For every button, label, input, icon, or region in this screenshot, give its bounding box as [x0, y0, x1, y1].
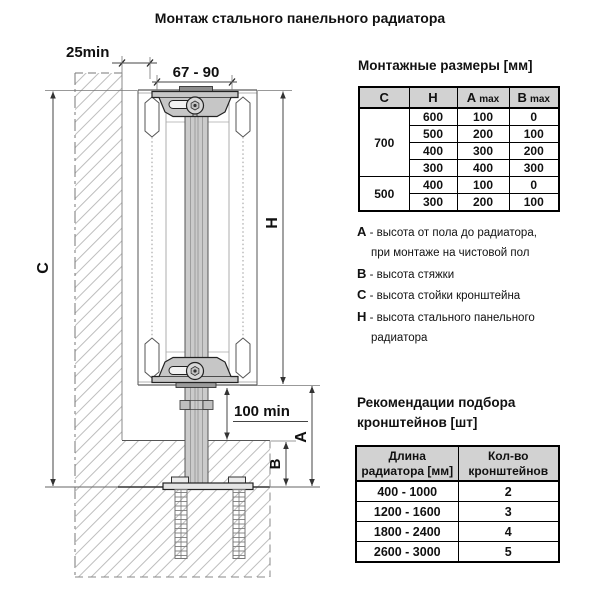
- table-row: 500 400 100 0: [358, 176, 560, 212]
- dim-label-wall-clearance: 25min: [66, 44, 109, 61]
- base-plate: [162, 476, 254, 491]
- table-row: 400 300 200: [359, 142, 560, 160]
- stand-top-cap: [179, 86, 213, 92]
- dim-wall-clearance: [112, 56, 157, 79]
- column-header-c: C: [358, 86, 410, 109]
- table-row: 1200 - 1600 3: [355, 501, 560, 522]
- dim-stand-height: [45, 90, 137, 486]
- top-bracket: [151, 90, 239, 118]
- anchor-bolts: [174, 489, 246, 559]
- table-row: 300 400 300: [359, 159, 560, 177]
- dim-label-min-clearance: 100 min: [234, 403, 290, 420]
- dim-floor-to-radiator: [240, 385, 320, 486]
- wall-section: [74, 72, 123, 577]
- table-row: 1800 - 2400 4: [355, 521, 560, 542]
- bracket-recommendation-heading: Рекомендации подбора кронштейнов [шт]: [357, 395, 516, 430]
- table-row: 300 200 100: [359, 193, 560, 212]
- dim-label-b: B: [267, 458, 284, 469]
- column-header-count: Кол-во кронштейнов: [457, 445, 560, 482]
- dim-min-floor-clearance: [224, 388, 308, 440]
- table-row: 400 - 1000 2: [355, 480, 560, 502]
- legend-item-c: C - высота стойки кронштейна: [357, 287, 521, 303]
- dim-label-bracket-width: 67 - 90: [173, 64, 220, 81]
- installation-drawing: 25min 67 - 90 C H A B 100 min: [35, 44, 320, 578]
- legend-item-h: H - высота стального панельного радиатор…: [357, 308, 535, 345]
- mounting-sizes-heading: Монтажные размеры [мм]: [358, 58, 533, 73]
- cell-c-group: 500: [358, 176, 410, 212]
- legend-item-a: A - высота от пола до радиатора, при мон…: [357, 224, 537, 260]
- dim-label-c: C: [35, 262, 52, 274]
- column-header-length: Длина радиатора [мм]: [355, 445, 459, 482]
- bracket-bolt: [185, 361, 205, 381]
- bracket-stand-column: [175, 86, 217, 484]
- bracket-count-table: Длина радиатора [мм] Кол-во кронштейнов …: [355, 445, 560, 563]
- cell-c-group: 700: [358, 107, 410, 177]
- table-row: 700 600 100 0: [358, 107, 560, 177]
- page-title: Монтаж стального панельного радиатора: [154, 10, 446, 26]
- table-header-row: Длина радиатора [мм] Кол-во кронштейнов: [355, 445, 560, 482]
- dimension-legend: A - высота от пола до радиатора, при мон…: [357, 222, 593, 348]
- bracket-bolt: [185, 96, 205, 115]
- dim-radiator-height: [258, 90, 292, 384]
- dim-label-h: H: [264, 217, 281, 229]
- table-row: 2600 - 3000 5: [355, 541, 560, 563]
- legend-item-b: B - высота стяжки: [357, 265, 455, 281]
- dim-bracket-width: [152, 75, 237, 90]
- height-adjust-clamp: [179, 400, 214, 410]
- bottom-bracket: [151, 356, 239, 384]
- dim-screed-height: [271, 440, 296, 486]
- column-header-h: H: [408, 86, 458, 109]
- dim-label-a: A: [293, 431, 310, 443]
